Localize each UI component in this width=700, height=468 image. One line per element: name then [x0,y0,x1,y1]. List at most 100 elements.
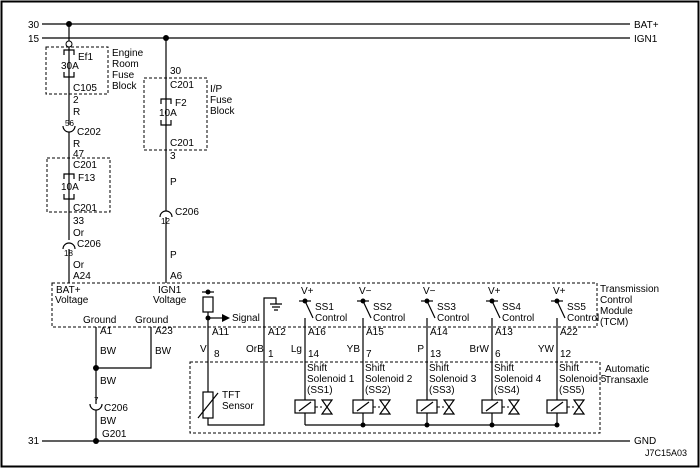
pin-label: A15 [366,327,384,338]
pin-label: A14 [430,327,448,338]
tft-label: TFT [222,390,240,401]
wire-color: Or [73,260,85,271]
wire-color: BW [100,376,117,387]
tcm-ground-label: Ground [135,315,168,326]
solenoid-label: Shift [494,363,514,374]
pin-label: A11 [212,327,229,338]
pin-label: 13 [430,349,442,360]
rail-15-num: 15 [28,34,40,45]
tcm-bat-label: Voltage [55,295,89,306]
pin-label: 6 [495,349,501,360]
solenoid-label: Shift [365,363,385,374]
wire-color: BW [100,346,117,357]
solenoid-control-label: Control [315,313,347,324]
connector-name: C202 [77,127,101,138]
connector-name: C201 [73,160,97,171]
engine-room-label: Fuse [112,70,135,81]
pin-label: 14 [308,349,320,360]
pin-label: A23 [155,326,173,337]
splice-dot [93,365,99,371]
rail-30-num: 30 [28,20,40,31]
fuse-f2-rating: 10A [159,108,177,119]
fuse-f13-icon [63,173,75,200]
pin-label: A1 [100,326,113,337]
fuse-ef1-icon [63,49,75,78]
supply-label: V+ [553,286,566,297]
solenoid-label: Shift [307,363,327,374]
splice-dot [93,438,99,444]
switch-icon [426,300,436,319]
valve-icon [378,399,392,415]
fuse-f2-name: F2 [175,98,187,109]
tcm-ign-label: IGN1 [158,285,182,296]
wire-color: YW [538,344,555,355]
supply-label: V+ [301,286,314,297]
rail-30-label: BAT+ [634,20,659,31]
engine-room-label: Block [112,81,137,92]
wire-color: P [170,177,177,188]
tcm-bat-label: BAT+ [56,285,81,296]
pin-label: 47 [73,149,85,160]
pin-label: A16 [308,327,326,338]
pin-label: 8 [214,349,220,360]
fuse-ef1-name: Ef1 [78,52,93,63]
pin-label: 7 [366,349,372,360]
fuse-f13-name: F13 [78,173,96,184]
connector-name: C206 [77,239,101,250]
fuse-ef1-conn: C105 [73,83,97,94]
wire [207,297,277,426]
pin-label: A24 [73,271,91,282]
connector-name: C201 [73,203,97,214]
connector-c206-icon [62,242,76,250]
solenoid-control-label: SS2 [373,302,392,313]
transaxle-box [189,361,601,434]
rail-31-label: GND [634,436,656,447]
wire-color: R [73,107,80,118]
fuse-f2-icon [160,98,172,126]
solenoid-control-label: SS1 [315,302,334,313]
wire-color: OrB [246,344,264,355]
solenoid-control-label: Control [567,313,599,324]
tft-label: Sensor [222,401,254,412]
wire-color: Or [73,228,85,239]
ip-block-label: I/P [210,84,223,95]
rail-15-label: IGN1 [634,34,658,45]
solenoid-label: Solenoid 1 [307,374,355,385]
switch-icon [491,300,501,319]
connector-c206-icon [159,210,173,218]
supply-label: V+ [488,286,501,297]
pin-label: A22 [560,327,578,338]
pin-label: A13 [495,327,513,338]
ip-block-label: Block [210,106,235,117]
pin-label: 12 [560,349,572,360]
solenoid-label: Shift [559,363,579,374]
valve-icon [320,399,334,415]
wire-color: R [73,139,80,150]
solenoid-label: (SS3) [429,385,455,396]
valve-icon [507,399,521,415]
pin-label: 56 [65,119,74,128]
wire-color: P [170,250,177,261]
connector-name: C201 [170,80,194,91]
solenoid-label: Solenoid 2 [365,374,413,385]
solenoid-control-label: SS3 [437,302,456,313]
ip-fuse-block [143,77,208,151]
pin-label: 33 [73,216,85,227]
solenoid-label: Solenoid 3 [429,374,477,385]
wire-color: V [200,344,207,355]
wire-color: BW [100,416,117,427]
engine-room-label: Engine [112,48,144,59]
pin-label: 3 [170,151,176,162]
switch-icon [556,300,566,319]
splice-dot [205,289,211,295]
transaxle-label: Automatic [605,364,649,375]
solenoid-coil-icon [550,401,564,412]
switch-icon [304,300,314,319]
tcm-ground-label: Ground [83,315,116,326]
supply-label: V− [423,286,436,297]
ground-icon [270,303,282,311]
transaxle-label: Transaxle [605,375,649,386]
